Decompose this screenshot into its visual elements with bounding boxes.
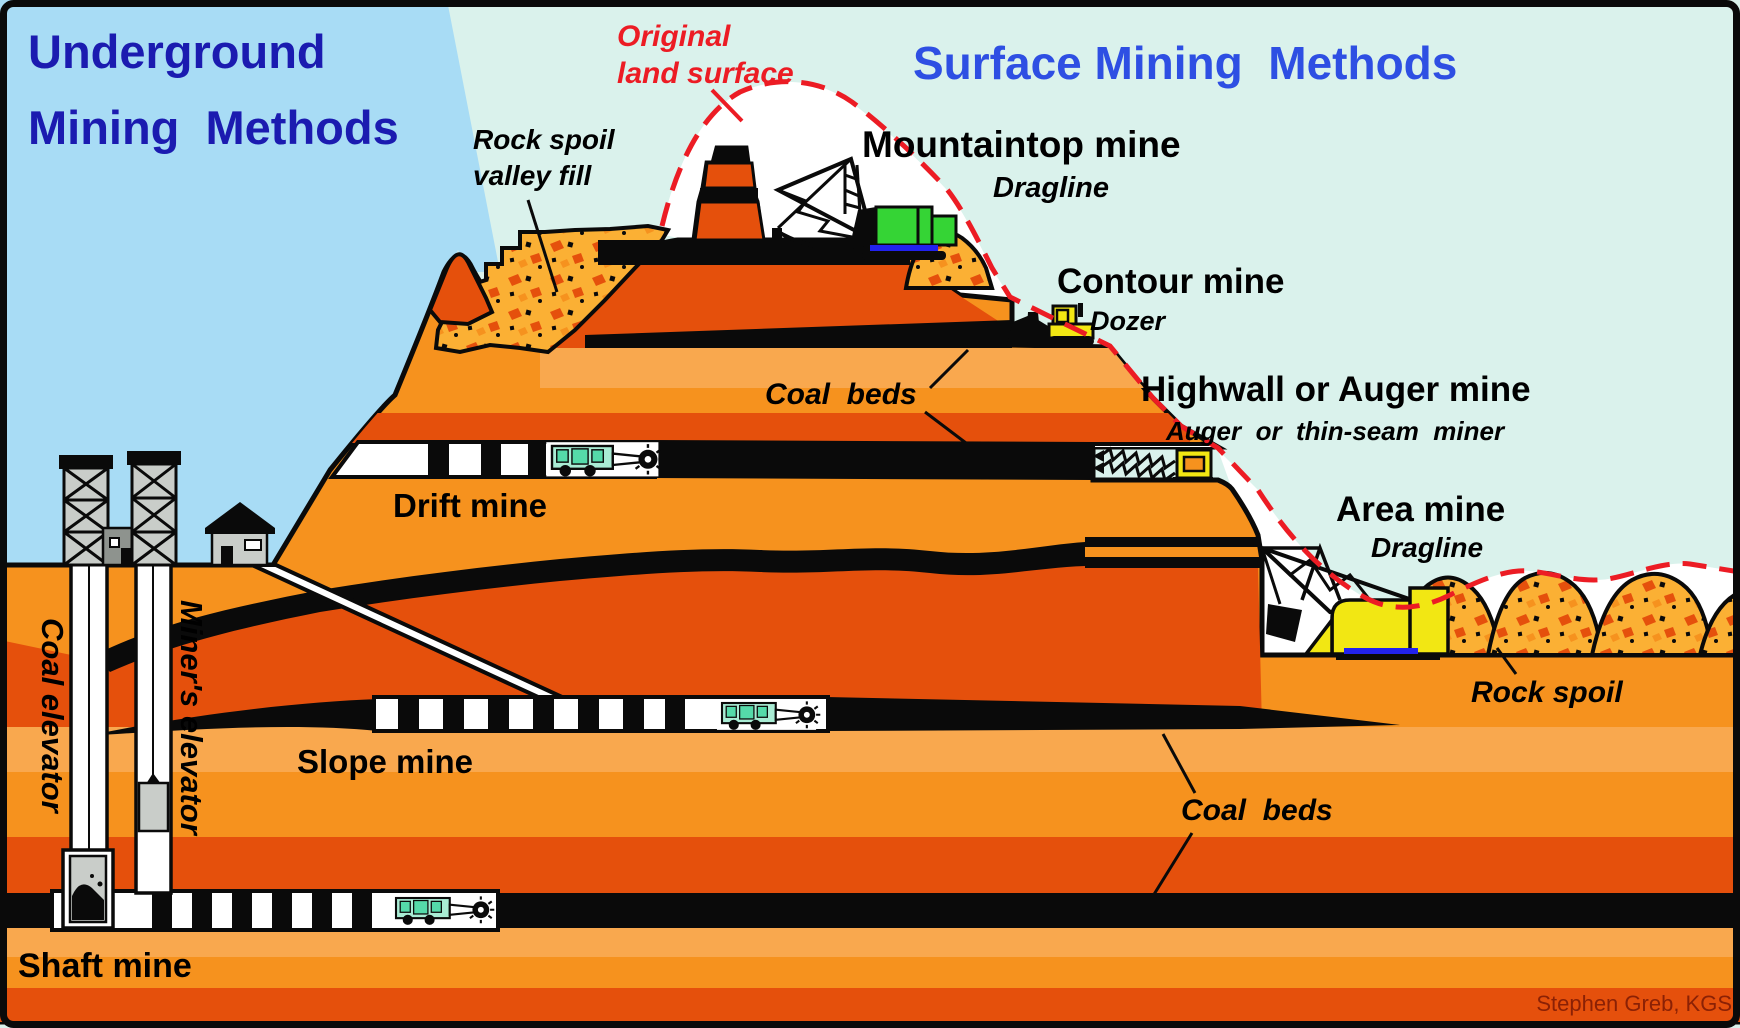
label-area-mine: Area mine — [1336, 490, 1506, 529]
pointer-lines — [526, 199, 1518, 897]
coal-seam-finger-1 — [1085, 537, 1260, 547]
label-original-line1: Original — [617, 20, 731, 53]
title-surface-mining: Surface Mining Methods — [913, 37, 1458, 89]
dragline-icon-green — [772, 156, 958, 260]
original-land-surface-pointer — [710, 88, 744, 123]
continuous-miner-icon-slope — [716, 699, 821, 730]
label-original-land-surface: Original land surface — [617, 18, 794, 92]
label-coal-beds-lower: Coal beds — [1181, 794, 1333, 827]
strata-red-band-1 — [270, 413, 1190, 443]
title-underground-line1: Underground — [28, 25, 326, 78]
label-mountaintop-dragline: Dragline — [993, 172, 1110, 204]
slope-tunnel-pillars — [398, 699, 685, 729]
spire-cap — [713, 148, 748, 163]
coal-beds-upper-pointer-up — [928, 348, 970, 390]
continuous-miner-icon-drift — [546, 442, 664, 477]
coal-seam-wavy — [95, 542, 1085, 672]
headframe-icon-coal — [59, 455, 113, 567]
strata-red-band-4 — [0, 988, 1740, 1022]
rock-spoil-pointer — [1495, 647, 1518, 675]
label-rsvf-line2: valley fill — [473, 160, 592, 191]
strata-light-band-1 — [540, 348, 1155, 388]
original-land-surface-line — [659, 79, 1740, 610]
label-shaft-mine: Shaft mine — [18, 947, 192, 985]
label-coal-elevator: Coal elevator — [35, 618, 70, 813]
continuous-miner-icon-shaft — [390, 894, 495, 925]
valley-fill-pointer — [526, 199, 559, 293]
label-drift-mine: Drift mine — [393, 487, 548, 524]
coal-beds-lower-pointer-up — [1161, 733, 1197, 794]
strata-red-band-3 — [0, 837, 1740, 893]
spire-band-upper — [702, 161, 757, 190]
headframe-icon-miners — [127, 451, 181, 567]
foothill-cap — [427, 252, 495, 327]
shaft-house-icon — [101, 526, 137, 567]
strata-light-band-2 — [0, 727, 1740, 772]
sky-left-blue — [0, 0, 500, 565]
coal-elevator-shaft — [61, 561, 115, 930]
label-rock-spoil: Rock spoil — [1471, 676, 1623, 709]
coal-beds-upper-pointer-down — [924, 410, 967, 445]
credit-text: Stephen Greb, KGS — [1536, 991, 1732, 1016]
title-underground-line2: Mining Methods — [28, 101, 399, 154]
coal-seam-drift — [650, 440, 1093, 480]
label-dozer: Dozer — [1090, 306, 1166, 336]
strata-light-band-3 — [0, 928, 1740, 957]
auger-machine-icon — [1093, 446, 1213, 483]
label-contour-mine: Contour mine — [1057, 262, 1285, 301]
label-rock-spoil-valley-fill: Rock spoil valley fill — [473, 122, 615, 194]
elevator-cage — [137, 781, 170, 833]
label-area-dragline: Dragline — [1371, 532, 1484, 563]
miners-elevator-shaft — [134, 561, 173, 895]
spire-coal-band — [700, 188, 758, 202]
label-miners-elevator: Miner's elevator — [174, 600, 209, 835]
coal-seam-mountaintop — [585, 320, 1012, 350]
label-coal-beds-upper: Coal beds — [765, 378, 917, 411]
label-highwall-auger-mine: Highwall or Auger mine — [1141, 370, 1531, 409]
label-mountaintop-mine: Mountaintop mine — [862, 124, 1181, 165]
drift-tunnel-pillars — [428, 444, 546, 475]
dragline-icon-yellow — [1260, 542, 1450, 660]
shaft-mine-pillars — [152, 891, 372, 930]
coal-beds-lower-pointer-down — [1151, 832, 1194, 897]
coal-seam-slope-right — [826, 697, 1400, 731]
label-slope-mine: Slope mine — [297, 743, 474, 780]
label-original-line2: land surface — [617, 57, 794, 90]
slope-portal-building-icon — [205, 502, 275, 567]
strata-red-band-2 — [0, 558, 1262, 727]
label-auger-thin-seam-miner: Auger or thin-seam miner — [1166, 416, 1505, 446]
spire-band-lower — [693, 200, 766, 242]
label-rsvf-line1: Rock spoil — [473, 124, 615, 155]
coal-in-skip — [72, 884, 104, 920]
coal-seam-finger-2 — [1085, 557, 1260, 568]
